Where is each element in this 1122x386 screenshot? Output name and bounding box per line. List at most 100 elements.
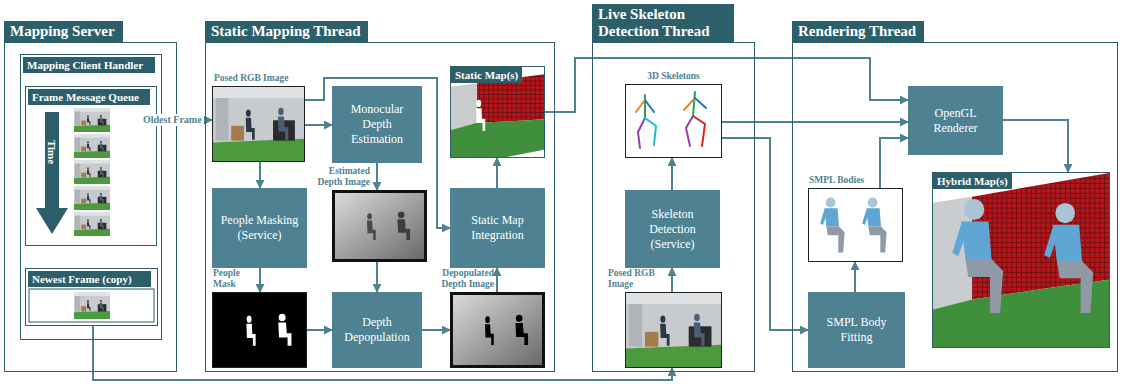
image-frame: Depopulated Depth Image [450,292,545,368]
panel-heading: Mapping Client Handler [23,57,155,73]
process-box: Static Map Integration [450,188,545,268]
flow-arrow [1003,120,1068,172]
image-contents [213,87,304,161]
newest-frame [29,289,154,322]
skeletons [693,116,705,146]
image-contents [453,295,542,365]
image-contents [213,293,306,367]
newest-frame [74,292,110,319]
queue-frames [74,186,110,210]
queue-frames [74,108,110,132]
flow-arrow [376,163,378,190]
thread-panel: Static Mapping ThreadPosed RGB ImageMono… [205,42,555,372]
skeletons [636,100,645,112]
time-arrow [36,208,68,234]
thread-panel: Mapping ServerMapping Client HandlerFram… [4,42,177,372]
image-caption: SMPL Bodies [809,175,879,186]
panel-heading: Frame Message Queue [28,89,150,105]
panel-heading: Rendering Thread [792,21,924,43]
process-label: SMPL Body Fitting [812,315,901,345]
image-frame: Estimated Depth Image [332,190,427,262]
skeletons [638,118,645,148]
image-caption: People Mask [213,268,253,290]
flow-arrow [496,158,498,188]
thread-panel: Live Skeleton Detection Thread3D Skeleto… [592,42,755,372]
process-label: Depth Depopulation [336,315,418,345]
image-contents [213,67,1109,367]
flow-arrow [880,138,908,188]
flow-arrow [305,78,450,228]
queue-frames [74,160,110,184]
flow-arrow [259,162,261,188]
map-image-frame: Hybrid Map(s) [932,172,1110,348]
image-contents [335,193,424,259]
flow-arrow [422,329,450,331]
smpl-bodies [820,197,845,252]
process-box: People Masking (Service) [212,188,307,268]
image-frame: Posed RGB Image [625,292,722,368]
process-label: People Masking (Service) [216,213,303,243]
queue-panel: Mapping Client HandlerFrame Message Queu… [20,54,162,340]
process-label: Monocular Depth Estimation [336,102,418,147]
process-box: Monocular Depth Estimation [332,86,422,163]
queue-frames [74,108,110,236]
queue-panel: Newest Frame (copy) [25,268,158,326]
image-contents [933,173,1109,347]
skeletons [636,92,706,148]
image-caption: 3D Skeletons [625,71,722,82]
skeletons [644,95,646,118]
flow-arrow [722,121,908,123]
flow-arrow [545,58,908,112]
skeletons [693,92,695,116]
skeletons [695,98,706,108]
smpl-bodies [952,199,1003,313]
queue-frames [74,134,110,158]
newest-frame [29,289,154,322]
panel-heading: Mapping Server [4,21,123,43]
process-box: Depth Depopulation [332,292,422,368]
flow-arrow [671,268,673,292]
flow-arrow [376,262,378,292]
flow-arrow [307,329,332,331]
image-frame: People Mask [212,292,307,368]
image-contents [451,67,544,157]
map-image-frame: Static Map(s) [450,66,545,158]
queue-frames [74,212,110,236]
image-frame: 3D Skeletons [625,84,722,158]
image-caption: Posed RGB Image [608,268,668,290]
image-caption: Estimated Depth Image [310,166,370,188]
panel-heading: Static Mapping Thread [205,21,368,43]
flow-arrow [671,158,673,190]
map-heading: Hybrid Map(s) [933,173,1012,189]
image-frame: SMPL Bodies [808,188,903,262]
skeletons [645,100,654,112]
smpl-bodies [862,197,887,252]
map-heading: Static Map(s) [451,67,522,83]
process-box: OpenGL Renderer [908,86,1003,155]
process-label: OpenGL Renderer [912,106,999,136]
process-box: SMPL Body Fitting [808,292,905,368]
flow-arrow [722,138,808,330]
process-label: Static Map Integration [454,213,541,243]
time-arrow [45,112,59,208]
image-caption: Depopulated Depth Image [428,268,494,290]
axis-label: Time [46,140,58,164]
skeletons [686,116,693,146]
flow-arrow [259,268,261,292]
process-box: Skeleton Detection (Service) [625,190,720,268]
queue-panel: Frame Message Queue [25,86,157,246]
flow-arrow [496,268,498,292]
process-label: Skeleton Detection (Service) [629,207,716,252]
image-contents [626,293,721,367]
image-caption: Posed RGB Image [214,73,314,84]
thread-panel: Rendering ThreadOpenGL RendererSMPL Bodi… [792,42,1118,372]
panel-heading: Newest Frame (copy) [28,271,151,287]
skeletons [645,118,656,145]
edge-label: Oldest Frame [141,114,204,126]
flow-arrow [305,124,332,126]
image-frame: Posed RGB Image [212,86,305,162]
flow-arrow [854,262,856,292]
